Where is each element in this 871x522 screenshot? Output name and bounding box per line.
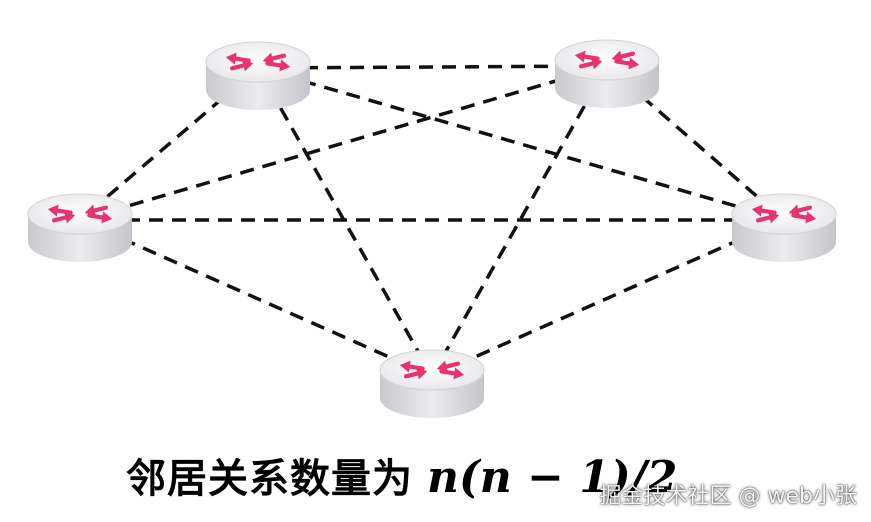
caption-formula: n(n − 1)/2 (427, 452, 678, 503)
links-layer (78, 64, 786, 378)
link-r2-r5 (430, 65, 609, 377)
router-icon (205, 41, 311, 110)
link-r1-r2 (257, 64, 608, 70)
caption-text: 邻居关系数量为 (126, 456, 413, 502)
link-r4-r5 (431, 218, 785, 378)
link-r2-r4 (605, 64, 786, 222)
watermark: 掘金技术社区 @ web小张 (599, 484, 857, 509)
router-icon (731, 193, 837, 262)
link-r1-r3 (78, 66, 260, 222)
link-r2-r3 (79, 64, 608, 222)
router-icon (379, 349, 485, 418)
router-icon (554, 39, 660, 108)
caption: 邻居关系数量为 n(n − 1)/2 (126, 446, 677, 506)
link-r3-r5 (79, 218, 433, 378)
nodes-layer (27, 39, 837, 418)
link-r1-r5 (256, 67, 434, 377)
router-icon (27, 193, 133, 262)
